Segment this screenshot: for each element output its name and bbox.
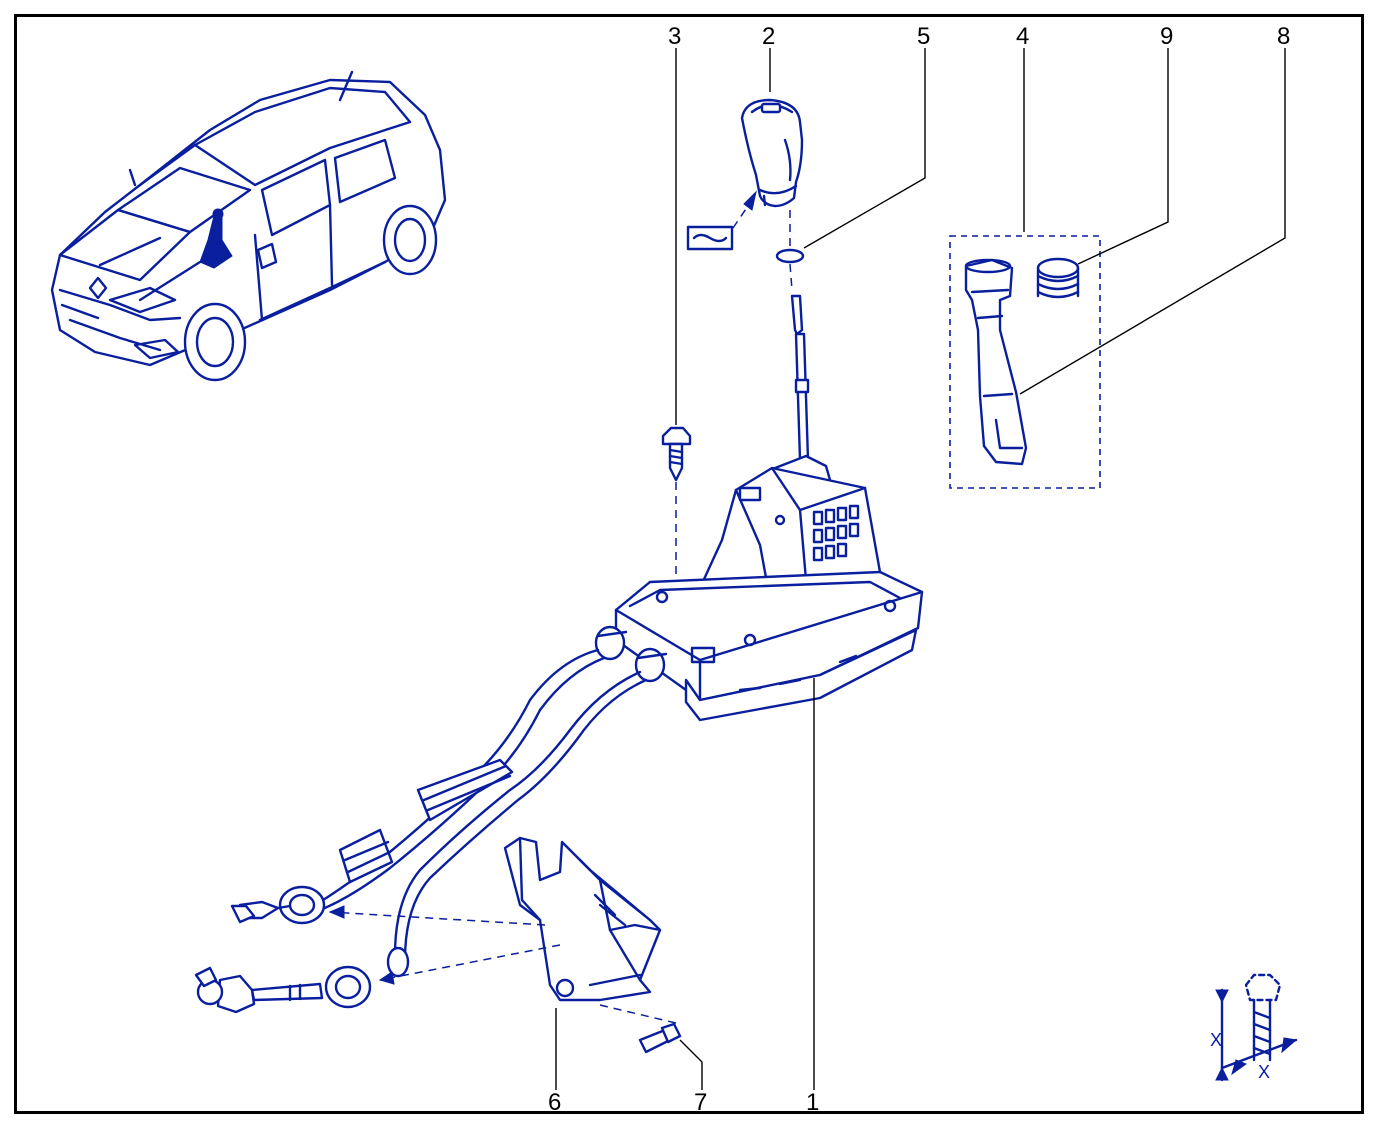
lever-sleeve — [964, 258, 1028, 466]
gear-lever-assembly — [594, 294, 924, 722]
tower-vent-grid — [812, 504, 860, 562]
gear-knob — [740, 98, 804, 208]
torque-specification-symbol: X X — [1210, 973, 1298, 1082]
adhesive-symbol — [686, 190, 757, 251]
callout-1: 1 — [806, 1089, 819, 1116]
callout-4: 4 — [1016, 23, 1029, 50]
callout-2: 2 — [762, 23, 775, 50]
cable-bracket — [503, 836, 662, 1002]
leader-lines — [555, 48, 1286, 1090]
torque-dimension-a: X — [1210, 1030, 1222, 1050]
repair-kit-box — [949, 235, 1101, 489]
o-ring — [775, 210, 805, 291]
diagram-frame — [14, 14, 1364, 1114]
bracket-bolt — [599, 1004, 682, 1054]
callout-8: 8 — [1277, 23, 1290, 50]
callout-6: 6 — [548, 1089, 561, 1116]
vehicle-locator-illustration — [50, 70, 447, 382]
spring — [1036, 257, 1080, 299]
callout-5: 5 — [917, 23, 930, 50]
callout-3: 3 — [668, 23, 681, 50]
mounting-screw — [661, 426, 692, 592]
callout-7: 7 — [694, 1089, 707, 1116]
gear-selector-cables — [194, 648, 648, 1014]
callout-9: 9 — [1160, 23, 1173, 50]
torque-dimension-b: X — [1258, 1062, 1270, 1082]
